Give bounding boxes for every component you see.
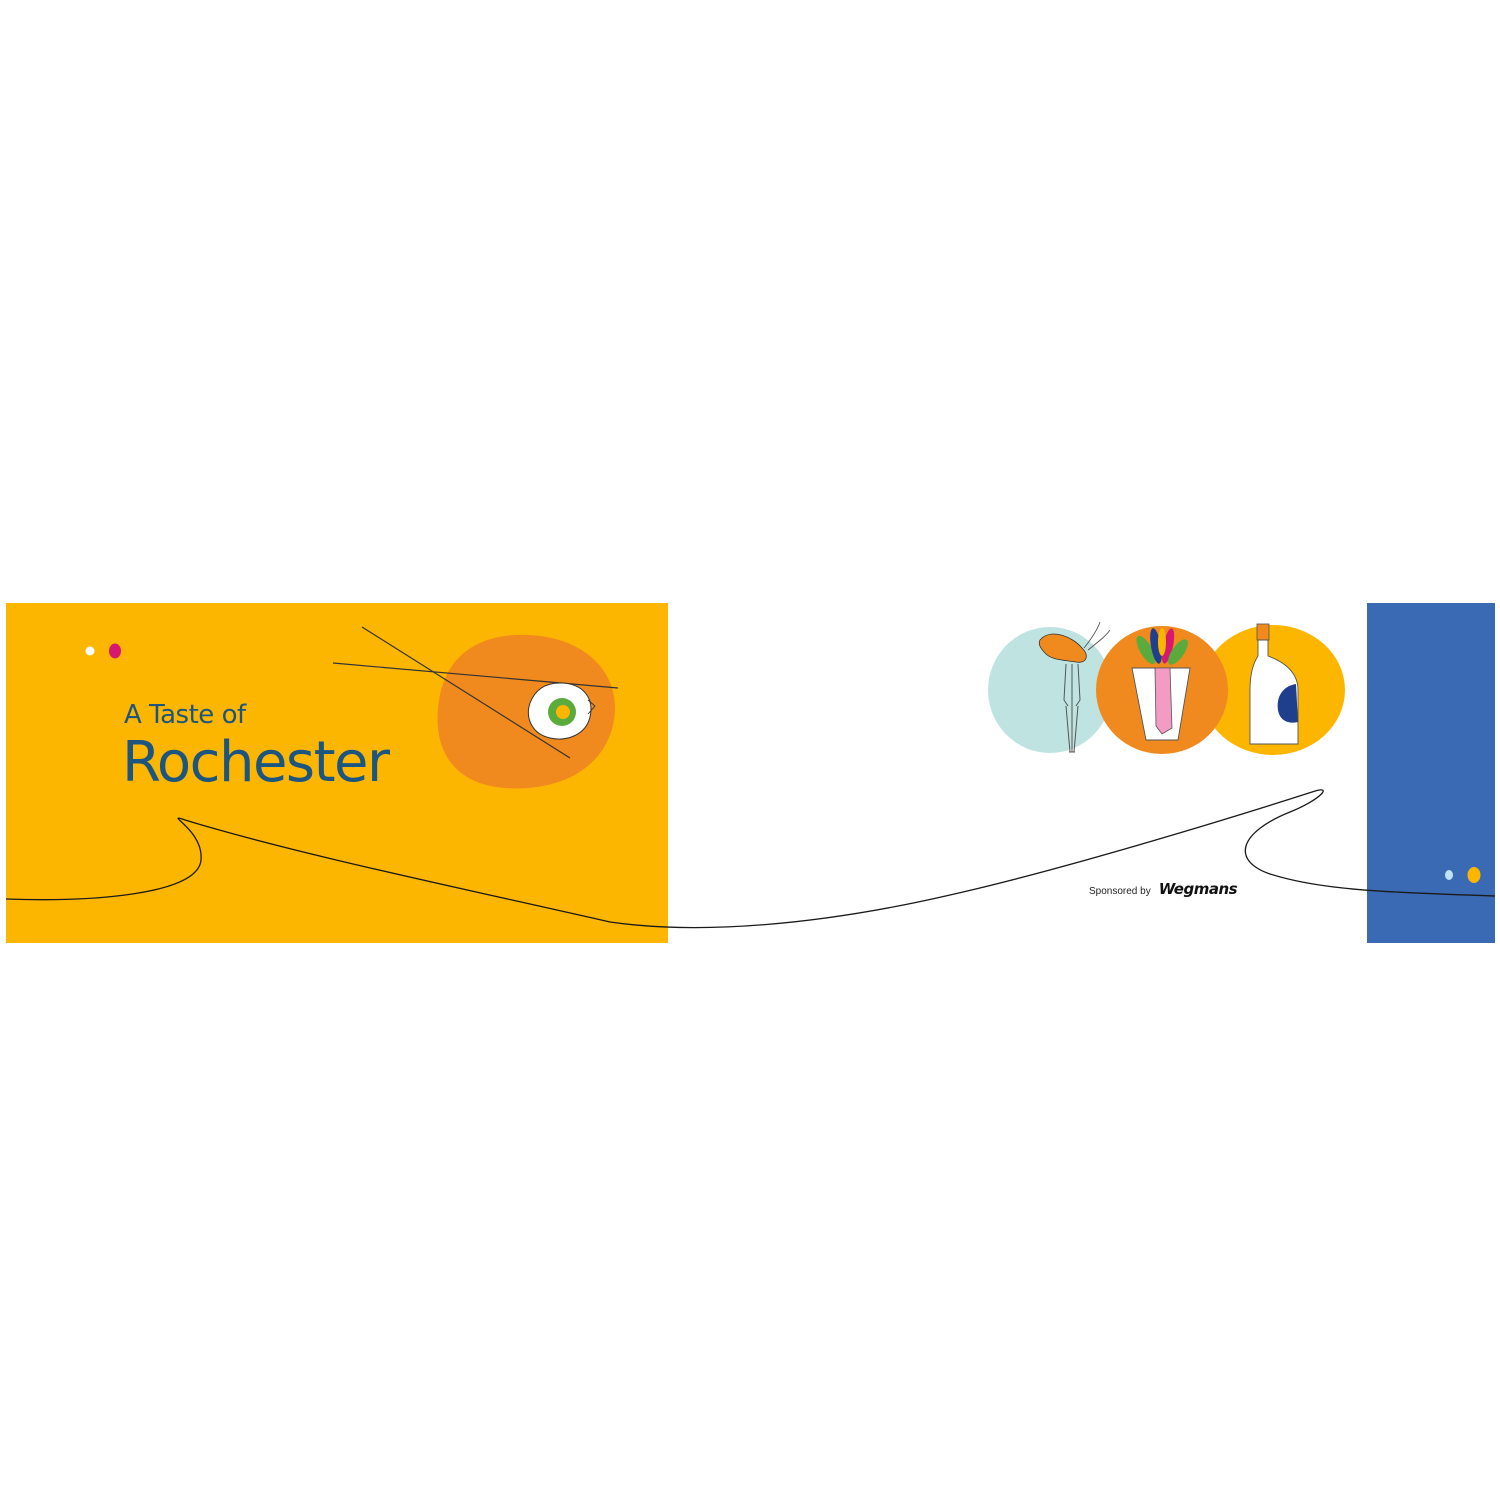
decorative-dot-magenta — [109, 643, 121, 659]
sponsor-label: Sponsored by — [1089, 886, 1151, 897]
orange-blob — [437, 634, 615, 789]
title-line-2: Rochester — [122, 730, 390, 795]
chopstick-1 — [361, 626, 571, 759]
blue-panel — [1367, 603, 1495, 943]
title-line-1: A Taste of — [124, 700, 246, 730]
sponsor-logo: Wegmans — [1158, 880, 1238, 898]
decorative-dot-white — [85, 646, 95, 656]
bottle-icon — [1249, 623, 1299, 745]
flowing-line — [5, 789, 1496, 929]
decorative-dot-lightblue — [1445, 870, 1453, 880]
sponsor-credit: Sponsored by Wegmans — [1089, 880, 1238, 898]
radish-bouquet-icon — [1131, 628, 1191, 741]
shrimp-on-fork-icon — [1038, 621, 1111, 753]
decorative-dot-yellow — [1467, 867, 1481, 883]
fried-egg-icon — [527, 682, 596, 740]
